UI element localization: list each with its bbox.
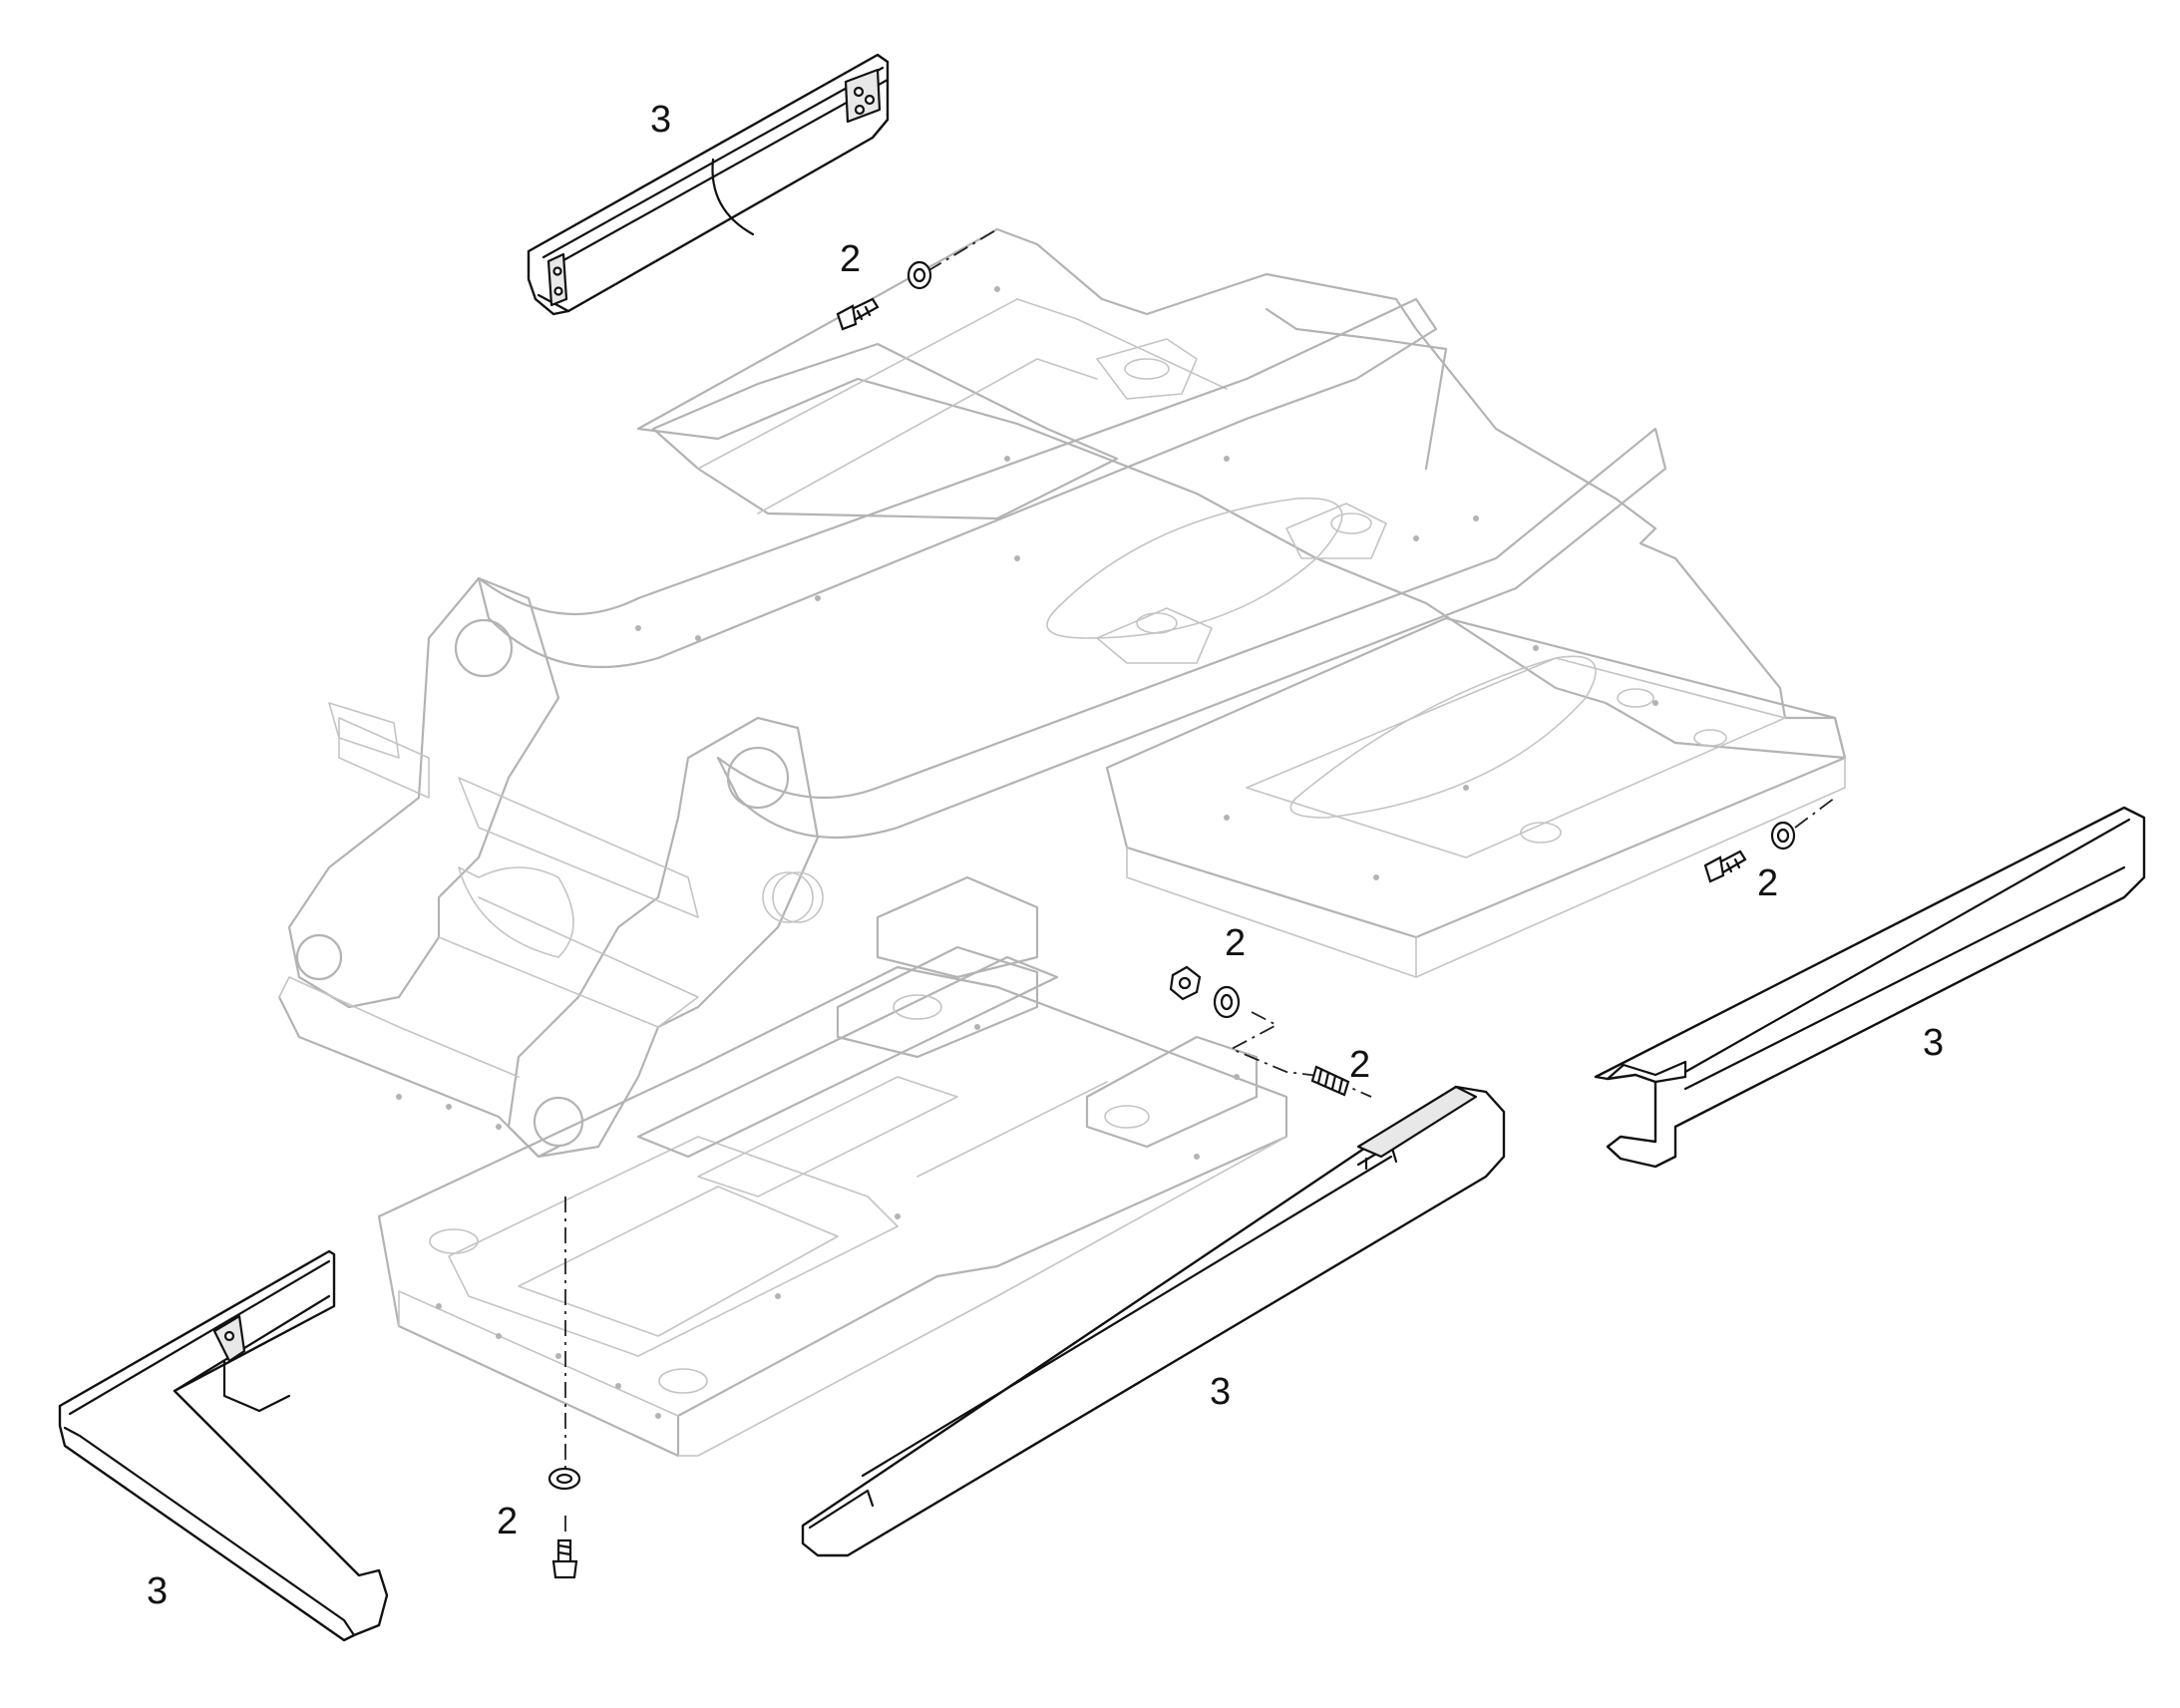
frame-bolt-holes bbox=[396, 286, 1658, 1419]
bolt-washer-bottom[interactable] bbox=[547, 1196, 581, 1579]
callout-labels: 3 2 2 2 2 3 3 2 3 bbox=[147, 99, 1944, 1612]
callout-right-bolt: 2 bbox=[1757, 862, 1778, 904]
callout-bottom-bolt: 2 bbox=[497, 1501, 518, 1542]
cover-panel-top[interactable] bbox=[527, 53, 890, 316]
bolt-nut-washer-center[interactable] bbox=[1169, 965, 1372, 1098]
bolt-washer-top[interactable] bbox=[836, 228, 998, 331]
cover-panel-left[interactable] bbox=[58, 1249, 389, 1642]
callout-center-bolt-upper: 2 bbox=[1225, 922, 1246, 964]
callout-top-panel: 3 bbox=[650, 99, 671, 141]
bolt-washer-right[interactable] bbox=[1703, 797, 1836, 883]
callout-center-panel: 3 bbox=[1210, 1371, 1231, 1413]
callout-left-panel: 3 bbox=[147, 1570, 168, 1612]
cover-panel-right[interactable] bbox=[1594, 806, 2146, 1169]
chassis-frame bbox=[277, 227, 1847, 1458]
callout-center-bolt-lower: 2 bbox=[1349, 1044, 1370, 1086]
cover-panel-center[interactable] bbox=[801, 1085, 1506, 1557]
callout-right-panel: 3 bbox=[1923, 1022, 1944, 1064]
callout-top-bolt: 2 bbox=[840, 238, 861, 280]
